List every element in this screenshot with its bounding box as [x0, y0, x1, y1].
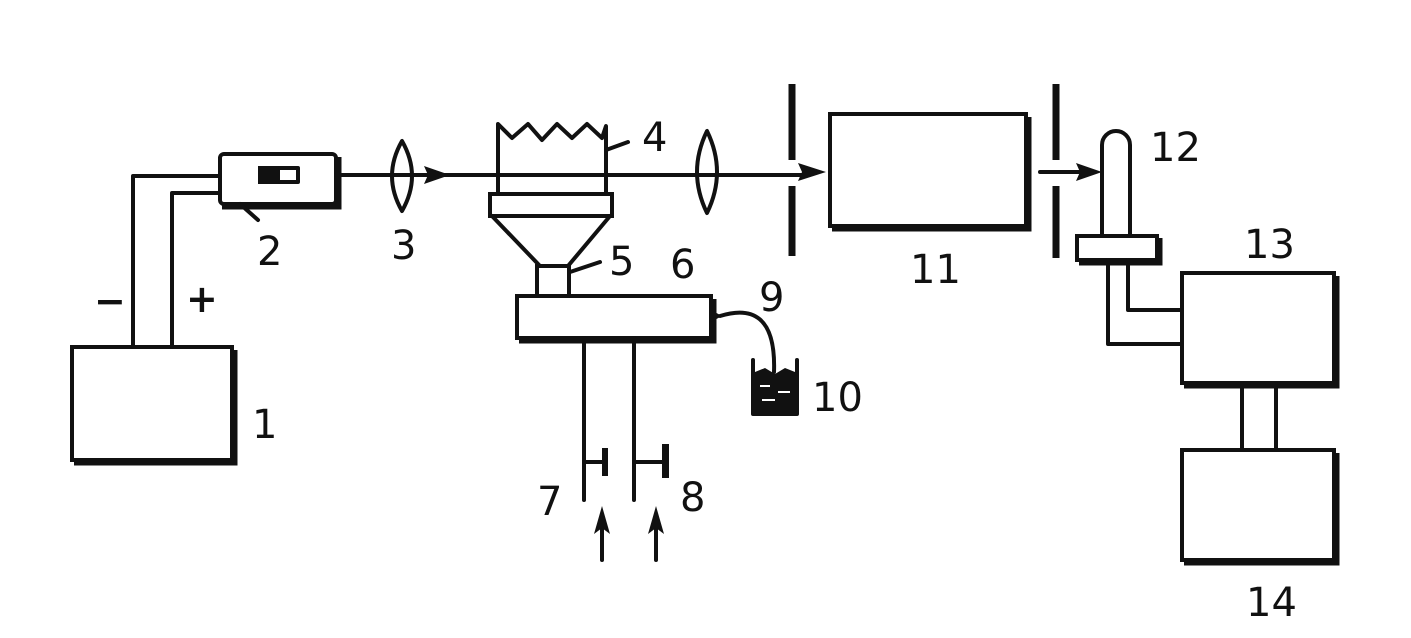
label-hollow-cathode-lamp: 2 — [257, 229, 283, 275]
label-waste-vessel: 10 — [812, 375, 863, 421]
label-mixing-chamber: 6 — [670, 242, 696, 288]
mixing-chamber — [515, 294, 722, 344]
readout-box — [1180, 448, 1340, 566]
label-flame: 4 — [642, 115, 668, 161]
label-positive-terminal: + — [186, 277, 218, 321]
label-inlet-right: 8 — [680, 475, 706, 521]
amplifier-box — [1180, 271, 1340, 389]
label-monochromator: 11 — [910, 247, 961, 293]
hollow-cathode-lamp — [218, 152, 342, 222]
label-burner: 5 — [609, 239, 635, 285]
monochromator-box — [828, 112, 1032, 232]
amplifier-readout-link — [1240, 382, 1278, 452]
label-amplifier: 13 — [1244, 222, 1295, 268]
label-photomultiplier: 12 — [1150, 125, 1201, 171]
burner — [488, 192, 614, 298]
power-supply-box — [70, 345, 238, 466]
inlet-flow-arrows — [594, 506, 664, 562]
lens-right — [695, 129, 719, 215]
lamp-leads — [131, 174, 224, 349]
label-inlet-left: 7 — [537, 479, 563, 525]
label-lens-left: 3 — [391, 223, 417, 269]
label-readout: 14 — [1246, 580, 1297, 626]
label-power-supply: 1 — [252, 402, 278, 448]
gas-inlets — [582, 336, 669, 502]
pmt-leads — [1106, 258, 1186, 346]
lens-left — [390, 139, 414, 213]
flame — [496, 122, 630, 194]
label-drain-tube: 9 — [759, 275, 785, 321]
waste-vessel — [751, 358, 799, 416]
photomultiplier — [1075, 129, 1163, 266]
drain-tube — [718, 310, 777, 374]
label-negative-terminal: − — [94, 279, 126, 323]
light-beam — [334, 163, 1102, 184]
